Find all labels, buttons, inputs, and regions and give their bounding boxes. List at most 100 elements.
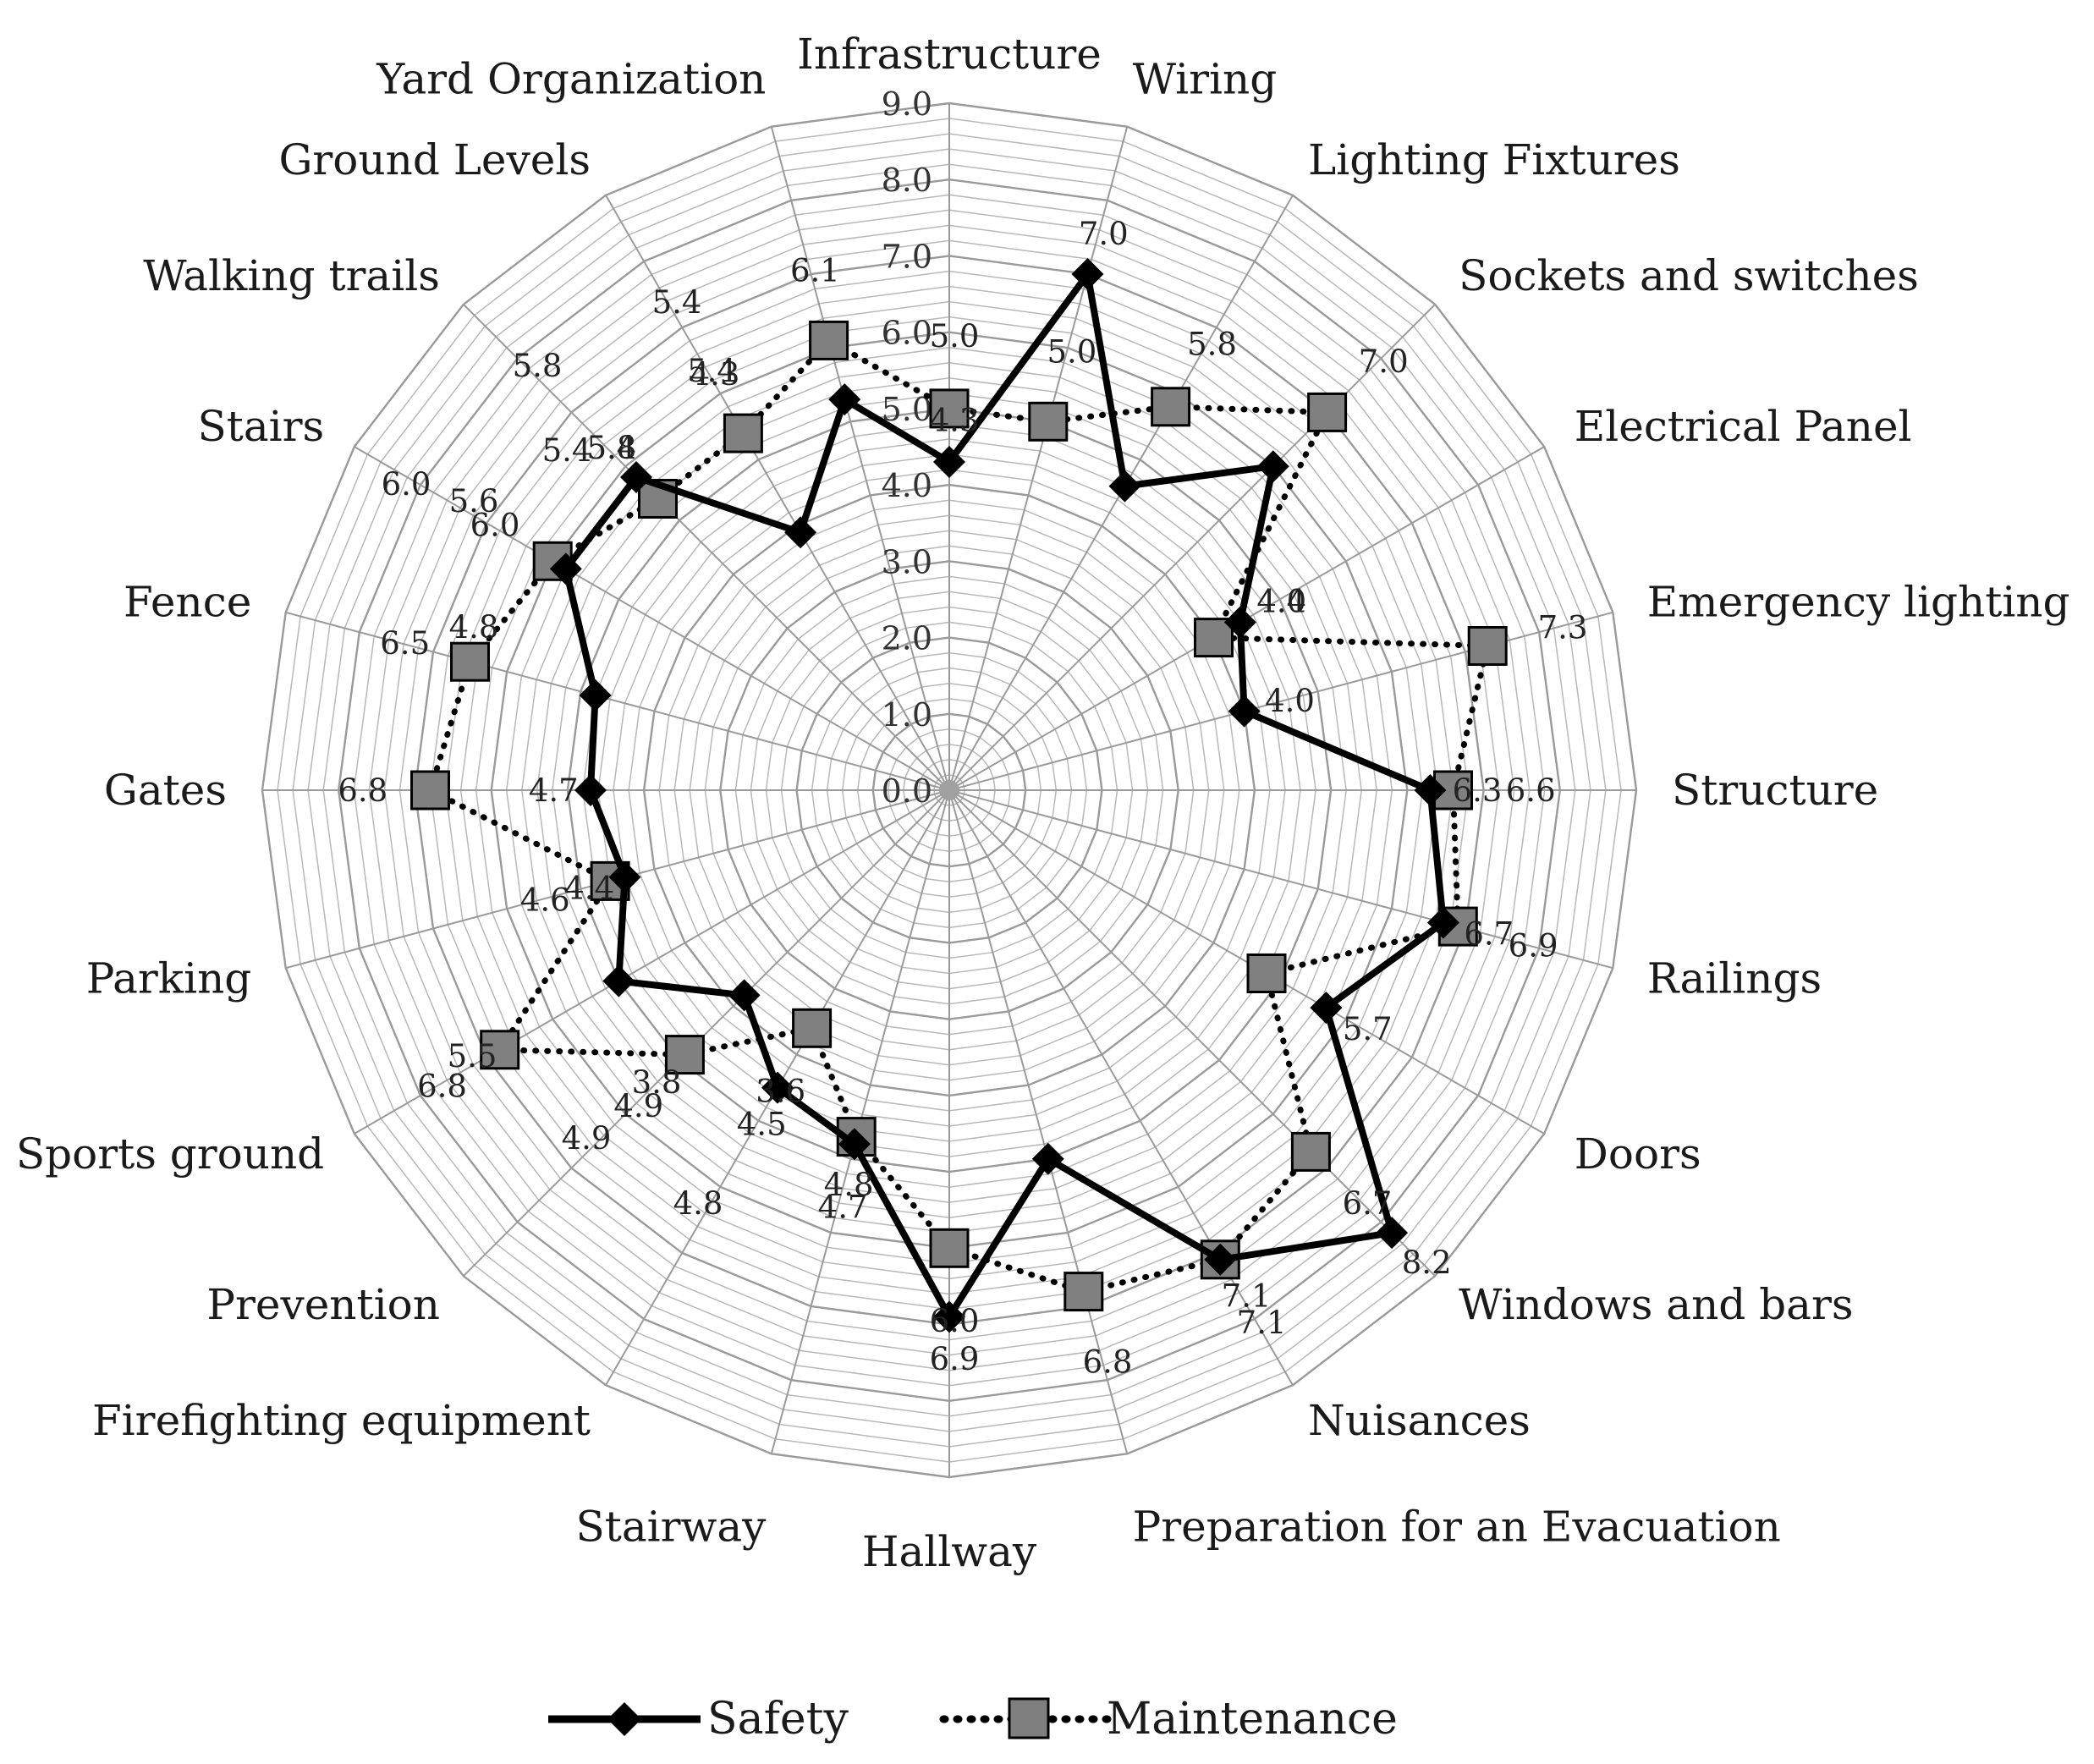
safety-value-label: 6.7 [1464,915,1514,952]
safety-point-wiring [1071,258,1104,290]
axis-spoke-fence [285,611,950,791]
safety-point-stairway [838,1128,871,1161]
safety-point-electrical-panel [1223,606,1256,639]
legend-maintenance-label: Maintenance [1107,1694,1398,1745]
radar-series [410,258,1508,1333]
safety-point-prevention [728,979,761,1012]
r-tick-label: 2.0 [882,620,932,657]
safety-value-label: 4.4 [564,871,614,907]
maintenance-value-label: 4.6 [520,882,570,919]
maintenance-point-prevention [664,1035,705,1075]
maintenance-point-electrical-panel [1194,618,1234,658]
maintenance-value-label: 6.8 [417,1069,467,1105]
safety-point-windows-and-bars [1376,1217,1409,1250]
maintenance-point-gates [410,770,450,811]
r-tick-label: 5.0 [882,391,932,428]
safety-value-label: 5.7 [1343,1011,1393,1047]
safety-value-label: 4.5 [737,1107,787,1143]
maintenance-point-walking-trails [638,479,678,519]
safety-point-infrastructure [933,446,965,478]
safety-point-sports-ground [602,964,635,997]
maintenance-value-label: 7.1 [1237,1305,1287,1341]
category-label-windows-and-bars: Windows and bars [1459,1280,1853,1329]
maintenance-point-hallway [929,1228,970,1268]
category-label-hallway: Hallway [862,1527,1037,1576]
safety-value-label: 4.8 [824,1167,874,1203]
maintenance-point-doors [1246,953,1287,993]
maintenance-value-label: 6.0 [470,508,520,544]
maintenance-point-sockets-and-switches [1307,392,1348,432]
safety-point-railings [1426,906,1459,939]
maintenance-point-sports-ground [480,1030,520,1070]
legend-maintenance-marker [1008,1697,1050,1739]
axis-spoke-stairs [354,446,950,791]
maintenance-point-lighting-fixtures [1151,387,1191,427]
extra-value-label: 5.8 [513,348,563,384]
safety-point-walking-trails [620,461,652,493]
safety-point-parking [608,860,641,893]
extra-value-label: 5.4 [542,432,592,469]
safety-value-label: 7.1 [1222,1278,1272,1315]
safety-point-doors [1310,992,1343,1025]
maintenance-value-label: 5.4 [687,353,737,389]
safety-point-fence [579,679,612,712]
maintenance-value-label: 6.7 [1343,1185,1393,1222]
category-label-railings: Railings [1647,954,1822,1003]
r-tick-label: 4.0 [882,467,932,504]
category-label-parking: Parking [86,954,252,1003]
extra-value-label: 4.8 [449,609,499,646]
axis-spoke-walking-trails [463,304,950,791]
extra-value-label: 4.8 [673,1185,723,1222]
maintenance-value-label: 4.7 [818,1189,868,1225]
axis-spoke-wiring [948,126,1129,791]
safety-value-label: 8.2 [1402,1245,1452,1281]
maintenance-value-label: 6.6 [1506,772,1556,809]
safety-point-firefighting-equipment [761,1071,794,1104]
maintenance-value-label: 6.8 [338,772,387,809]
series-safety [549,258,1459,1333]
maintenance-value-label: 4.0 [1256,584,1306,620]
maintenance-value-label: 6.9 [1509,927,1558,964]
r-tick-label: 8.0 [882,162,932,199]
center-point [939,780,959,800]
category-label-infrastructure: Infrastructure [797,30,1102,79]
category-label-nuisances: Nuisances [1308,1396,1531,1445]
category-label-sockets-and-switches: Sockets and switches [1459,251,1919,300]
safety-point-sockets-and-switches [1256,450,1289,483]
safety-point-preparation-for-an-evacuation [1031,1142,1064,1175]
safety-point-structure [1414,774,1447,806]
maintenance-value-label: 5.0 [1047,334,1096,371]
category-label-sports-ground: Sports ground [16,1129,324,1179]
axis-spoke-windows-and-bars [948,789,1436,1277]
category-label-emergency-lighting: Emergency lighting [1647,577,2070,626]
axis-spoke-prevention [463,789,950,1277]
category-label-walking-trails: Walking trails [143,251,440,300]
maintenance-value-label: 7.3 [1538,609,1588,646]
maintenance-value-label: 4.9 [613,1088,663,1124]
category-label-ground-levels: Ground Levels [278,135,591,184]
axis-spoke-nuisances [948,789,1294,1386]
safety-value-label: 4.0 [1265,683,1315,719]
axis-spoke-preparation-for-an-evacuation [948,789,1129,1454]
category-label-gates: Gates [104,766,227,815]
safety-point-ground-levels [784,516,817,549]
legend: Safety Maintenance [548,1694,1398,1745]
extra-value-label: 5.4 [652,284,702,321]
maintenance-value-label: 7.0 [1359,343,1409,380]
r-tick-label: 3.0 [882,543,932,580]
safety-point-gates [574,774,607,806]
category-label-lighting-fixtures: Lighting Fixtures [1308,135,1680,184]
axis-spoke-sports-ground [354,789,950,1135]
safety-value-label: 4.4 [1256,584,1306,620]
category-label-firefighting-equipment: Firefighting equipment [92,1396,591,1445]
safety-value-label: 6.9 [930,1341,980,1377]
maintenance-point-wiring [1028,401,1069,442]
extra-value-label: 4.9 [562,1120,612,1157]
extra-value-label: 5.6 [449,483,499,519]
maintenance-value-label: 5.4 [586,430,636,466]
extra-value-label: 3.8 [632,1064,682,1101]
extra-value-label: 4.3 [690,356,740,393]
